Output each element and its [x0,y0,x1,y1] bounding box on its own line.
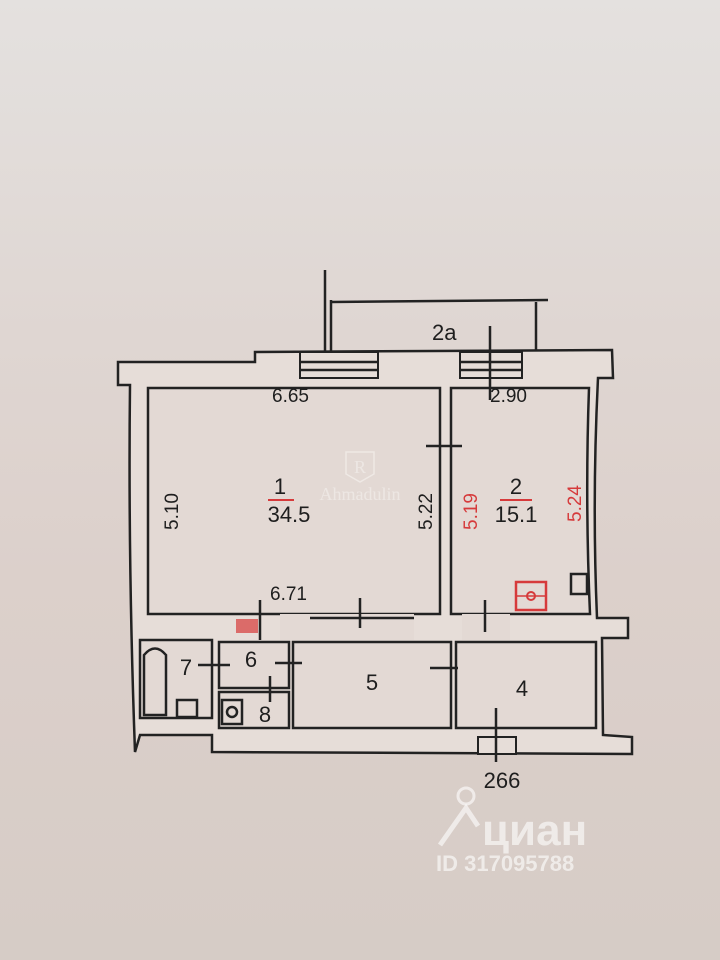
dim-room2-left: 5.19 [461,493,482,530]
door-marks [198,326,498,762]
svg-text:циан: циан [482,806,587,855]
room-1-area: 34.5 [268,502,311,527]
room-2-area: 15.1 [495,502,538,527]
room-4 [454,640,598,730]
window-room-1 [299,351,379,379]
room-1-number: 1 [274,474,286,499]
room-8-toilet [217,690,291,730]
balcony-label: 2a [432,320,457,345]
room-5-number: 5 [366,670,378,695]
svg-text:R: R [354,457,366,477]
agency-logo: R Ahmadulin [320,451,401,504]
room-2-number: 2 [510,474,522,499]
dim-room2-right: 5.24 [565,485,586,522]
cian-watermark: циан ID 317095788 [436,786,587,876]
room-8-number: 8 [259,702,271,727]
shaft-hatch [236,619,258,633]
bathtub-icon [142,647,168,717]
room-6 [217,640,291,690]
room-4-number: 4 [516,676,528,701]
svg-text:Ahmadulin: Ahmadulin [320,484,401,504]
room-5 [291,640,453,730]
room-6-number: 6 [245,647,257,672]
vent-icon [569,572,589,596]
toilet-icon [220,698,244,726]
dim-room1-left: 5.10 [162,493,183,530]
dim-room1-top: 6.65 [272,386,309,407]
svg-text:ID 317095788: ID 317095788 [436,851,574,876]
dim-room1-right: 5.22 [416,493,437,530]
balcony [323,270,549,352]
sink-icon [175,698,199,719]
dim-room1-bottom: 6.71 [270,584,307,605]
boiler-icon [514,580,548,612]
room-7-number: 7 [180,655,192,680]
dim-room2-top: 2.90 [490,386,527,407]
bottom-marker: 266 [484,768,521,793]
